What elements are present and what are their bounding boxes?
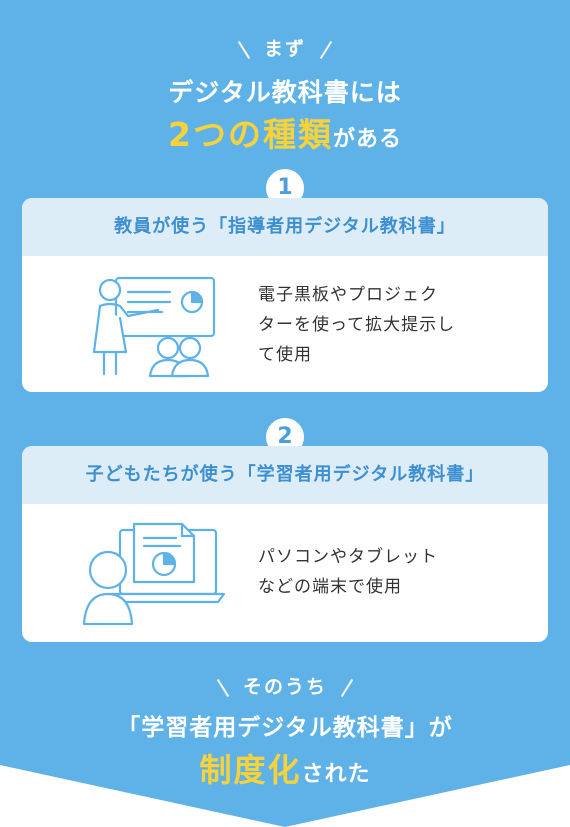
card-description: パソコンやタブレット などの端末で使用 [258,542,438,602]
footer-kicker: そのうち [0,672,570,698]
header-kicker: まず [0,34,570,60]
headline-line2: 2つの種類がある [0,108,570,156]
student-laptop-icon [82,522,232,630]
header-kicker-text: まず [263,38,306,60]
headline-line1: デジタル教科書には [168,78,402,107]
kicker-slash-right [319,40,333,59]
card-text-line: パソコンやタブレット [258,547,438,567]
kicker-slash-left [216,678,230,697]
kicker-slash-left [237,40,251,59]
footer-kicker-text: そのうち [242,676,327,698]
headline-rest: がある [332,127,402,152]
badge-number: 2 [277,424,293,449]
card-teacher: 教員が使う「指導者用デジタル教科書」 [22,198,548,392]
footer-accent: 制度化 [199,751,302,789]
footer-line2: 制度化された [0,745,570,791]
card-title: 子どもたちが使う「学習者用デジタル教科書」 [22,446,548,504]
card-title: 教員が使う「指導者用デジタル教科書」 [22,198,548,256]
footer-line1: 「学習者用デジタル教科書」が [117,715,453,741]
card-body: パソコンやタブレット などの端末で使用 [22,504,548,642]
kicker-slash-right [340,678,354,697]
card-student: 子どもたちが使う「学習者用デジタル教科書」 [22,446,548,642]
card-text-line: ターを使って拡大提示し [258,315,456,335]
card-body: 電子黒板やプロジェク ターを使って拡大提示し て使用 [22,256,548,392]
teacher-presentation-icon [88,272,218,382]
card-text-line: 電子黒板やプロジェク [258,285,438,305]
badge-number: 1 [277,175,293,200]
card-text-line: て使用 [258,345,312,365]
headline-accent: 2つの種類 [168,115,333,154]
card-description: 電子黒板やプロジェク ターを使って拡大提示し て使用 [258,280,455,370]
card-text-line: などの端末で使用 [258,577,402,597]
footer-rest: された [301,762,371,787]
